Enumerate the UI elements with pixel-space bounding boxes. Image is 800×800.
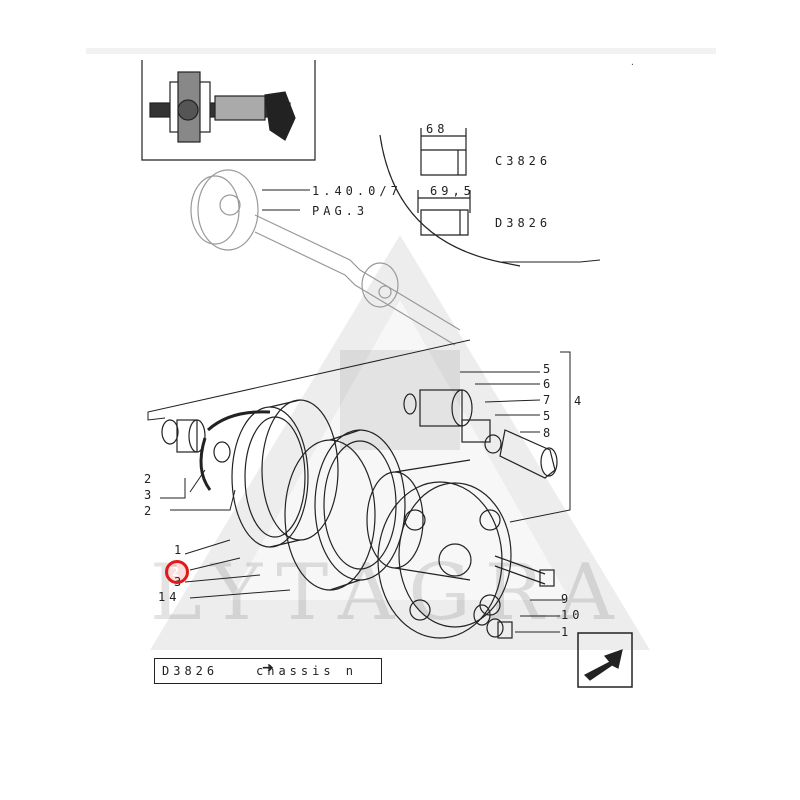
- part-label-9: 9: [561, 592, 573, 606]
- planet-pin-left: [161, 419, 231, 463]
- next-page-arrow-frame: [577, 632, 633, 688]
- dim-c-width: 68: [426, 122, 449, 136]
- part-label-4: 4: [574, 394, 586, 408]
- part-label-7: 7: [543, 393, 555, 407]
- footer-text: chassis n: [256, 664, 358, 678]
- watermark-text: LYTAGRA: [150, 548, 628, 638]
- part-label-5: 5: [543, 362, 555, 376]
- ref-callout-1: 1.40.0/7: [312, 184, 402, 198]
- planet-gear-set: [403, 389, 558, 479]
- part-label-12b: 2: [144, 504, 156, 518]
- sleeve-c: [420, 128, 467, 176]
- planet-carrier: [366, 459, 512, 639]
- bolt-group: [473, 555, 555, 639]
- next-page-button[interactable]: [578, 633, 632, 687]
- dim-d-width: 69,5: [430, 184, 475, 198]
- upper-differential: [190, 169, 461, 346]
- part-label-12: 2: [144, 472, 156, 486]
- part-label-1: 1: [561, 625, 573, 639]
- footer-box: [154, 658, 382, 684]
- arrow-right-icon: ➔: [262, 660, 274, 676]
- part-label-11: 1: [174, 543, 186, 557]
- thumbnail-axle: [141, 60, 316, 161]
- sleeve-d: [417, 190, 471, 236]
- dim-c-code: C3826: [495, 154, 552, 168]
- leader-lines: [160, 351, 571, 633]
- ring-gear: [231, 399, 339, 548]
- footer-code: D3826: [162, 664, 219, 678]
- dim-d-code: D3826: [495, 216, 552, 230]
- part-label-13: 3: [144, 488, 156, 502]
- part-label-5b: 5: [543, 409, 555, 423]
- part-label-6: 6: [543, 377, 555, 391]
- part-label-2: 2: [172, 565, 184, 579]
- part-label-8: 8: [543, 426, 555, 440]
- ref-callout-2: PAG.3: [312, 204, 369, 218]
- highlighted-part-2-marker[interactable]: [165, 560, 189, 584]
- corner-dot: ·: [630, 60, 635, 69]
- part-label-10: 10: [561, 608, 584, 622]
- part-label-14: 14: [158, 590, 181, 604]
